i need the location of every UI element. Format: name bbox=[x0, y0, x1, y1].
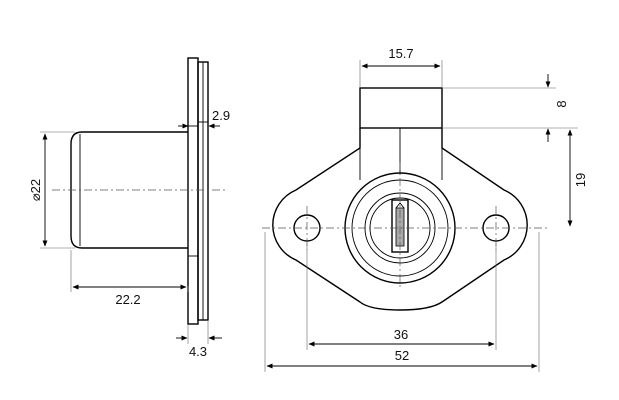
top-housing bbox=[359, 87, 443, 129]
svg-text:⌀22: ⌀22 bbox=[28, 179, 43, 201]
dim-flange-thickness: 4.3 bbox=[189, 344, 207, 359]
dim-overall-width: 52 bbox=[395, 348, 409, 363]
dim-diameter: 22 bbox=[28, 179, 43, 193]
mounting-plate bbox=[187, 57, 199, 325]
dim-plate-thickness: 2.9 bbox=[212, 108, 230, 123]
flange-outline bbox=[272, 128, 528, 311]
side-view: ⌀22 22.2 2.9 4.3 bbox=[28, 57, 230, 359]
dim-axis-offset: 19 bbox=[573, 173, 588, 187]
dim-hole-spacing: 36 bbox=[394, 327, 408, 342]
dim-top-height: 8 bbox=[554, 100, 569, 107]
front-view: 15.7 8 19 36 52 bbox=[262, 46, 588, 372]
dim-top-width: 15.7 bbox=[388, 46, 413, 61]
dim-body-length: 22.2 bbox=[115, 292, 140, 307]
